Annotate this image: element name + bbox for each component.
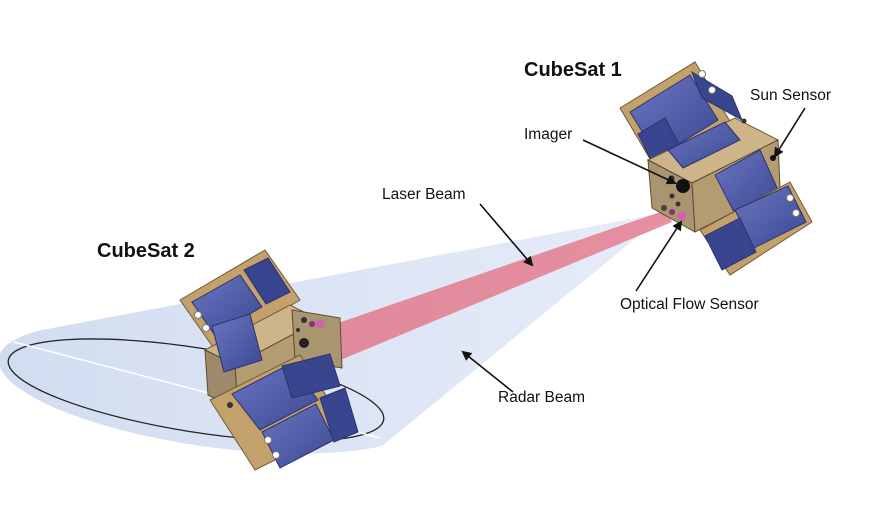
optical-flow-sensor-label: Optical Flow Sensor [620, 296, 759, 313]
cubesat-2 [179, 249, 359, 471]
laser-beam-label: Laser Beam [382, 186, 466, 203]
imager-lens [676, 179, 690, 193]
sun-sensor-label: Sun Sensor [750, 87, 831, 104]
sun-sensor-arrow [773, 107, 806, 158]
optical-flow-sensor-lens [677, 211, 687, 221]
cubesat-2-lower-panels [209, 353, 359, 471]
radar-beam-label: Radar Beam [498, 389, 586, 406]
cubesat-2-upper-panels [179, 249, 301, 351]
cubesat-1-lower-panels [699, 181, 813, 276]
imager-arrow [582, 139, 677, 185]
imager-label: Imager [524, 126, 573, 143]
optical-flow-sensor-arrow [635, 220, 683, 292]
cubesat-1-title: CubeSat 1 [524, 59, 622, 81]
cubesat-2-title: CubeSat 2 [97, 240, 195, 262]
cubesat-2-side-panels [211, 313, 263, 373]
radar-footprint-ellipse [7, 338, 385, 442]
laser-beam [318, 210, 672, 366]
cubesat-1 [619, 61, 813, 276]
laser-beam-arrow [479, 203, 534, 267]
radar-beam-arrow [461, 350, 514, 393]
